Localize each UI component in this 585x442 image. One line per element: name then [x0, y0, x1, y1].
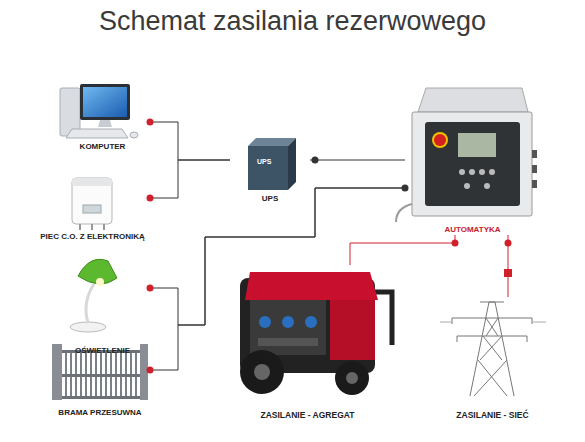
gate-icon-part [52, 344, 62, 400]
controller-icon-part [396, 204, 412, 222]
connector-dot [402, 185, 409, 192]
lamp-icon-part [70, 322, 106, 332]
controller-node: AUTOMATYKA [405, 85, 540, 235]
ups-icon-part [248, 146, 288, 190]
generator-icon-part [240, 350, 284, 394]
computer-icon-part [66, 129, 128, 138]
node-label: KOMPUTER [55, 142, 150, 152]
generator-icon-part [282, 316, 294, 328]
controller-icon-part [469, 169, 475, 175]
connector-line [150, 122, 230, 160]
node-label: BRAMA PRZESUWNA [50, 408, 150, 418]
pylon-icon-part [452, 302, 532, 336]
controller-icon-part [459, 169, 465, 175]
connector-dot [147, 119, 154, 126]
boiler-icon-part [72, 178, 112, 186]
lamp-icon-part [96, 278, 104, 286]
connector-dot [147, 367, 154, 374]
generator-node: ZASILANIE - AGREGAT [225, 265, 390, 420]
boiler-icon [72, 178, 112, 230]
connector-line [150, 188, 405, 370]
boiler-node: PIEC C.O. Z ELEKTRONIKĄ [35, 176, 150, 242]
controller-icon-part [418, 88, 528, 112]
node-label: ZASILANIE - AGREGAT [225, 410, 390, 420]
gate-icon-part [62, 352, 140, 398]
computer-icon [60, 84, 138, 138]
computer-icon-part [98, 120, 112, 127]
controller-icon-part [425, 122, 520, 206]
connector-line [350, 235, 455, 265]
ups-icon-part [288, 138, 296, 190]
controller-icon-part [432, 132, 448, 148]
ups-icon-part [248, 138, 296, 146]
boiler-icon-part [72, 178, 112, 224]
lamp-icon-part [86, 284, 94, 323]
controller-icon [396, 88, 537, 222]
generator-icon-part [258, 338, 318, 346]
grid-node: ZASILANIE - SIEĆ [425, 297, 560, 420]
generator-icon [240, 272, 392, 395]
connector-dot [147, 195, 154, 202]
connector-dot [147, 285, 154, 292]
device-label: UPS [257, 158, 271, 166]
controller-icon-part [412, 112, 532, 216]
ups-node: UPS [230, 132, 310, 204]
computer-node: KOMPUTER [55, 82, 150, 152]
gate-icon-part [62, 396, 140, 399]
generator-icon-part [254, 364, 270, 380]
connector-switch [504, 269, 512, 277]
ups-icon [248, 138, 296, 190]
node-label: AUTOMATYKA [405, 225, 540, 235]
generator-icon-part [330, 300, 375, 360]
connector-dot [312, 157, 319, 164]
gate-icon-part [62, 374, 140, 377]
controller-icon-part [489, 169, 495, 175]
boiler-icon-part [79, 224, 81, 230]
generator-icon-part [259, 316, 271, 328]
connector-line [310, 160, 405, 161]
gate-icon-part [140, 344, 148, 400]
generator-icon-part [305, 316, 317, 328]
diagram-title: Schemat zasilania rezerwowego [0, 6, 585, 37]
connector-line [150, 160, 230, 198]
controller-icon-part [479, 169, 485, 175]
pylon-icon-part [474, 318, 507, 396]
connector-line [150, 188, 405, 325]
boiler-icon-part [103, 224, 105, 230]
generator-icon-part [245, 272, 378, 300]
controller-icon-part [464, 183, 470, 189]
generator-icon-part [335, 361, 369, 395]
computer-icon-part [80, 84, 130, 120]
lamp-icon [70, 259, 117, 332]
controller-icon-part [484, 183, 490, 189]
boiler-icon-part [91, 224, 93, 230]
gate-node: BRAMA PRZESUWNA [50, 338, 150, 418]
controller-icon-part [532, 165, 537, 173]
generator-icon-part [250, 300, 326, 355]
pylon-icon-part [440, 322, 546, 323]
node-label: UPS [230, 194, 310, 204]
controller-icon-part [532, 150, 537, 158]
pylon-icon-part [470, 302, 514, 396]
computer-icon-part [83, 87, 127, 117]
boiler-icon-part [83, 205, 101, 213]
controller-icon-part [434, 134, 446, 146]
node-label: PIEC C.O. Z ELEKTRONIKĄ [35, 232, 150, 242]
lamp-node: OŚWIETLENIE [55, 253, 150, 356]
computer-icon-part [130, 132, 138, 138]
connector-dot [505, 240, 512, 247]
controller-icon-part [532, 180, 537, 188]
pylon-icon-part [452, 318, 532, 342]
connector-dot [452, 240, 459, 247]
controller-icon-part [458, 133, 496, 157]
pylon-icon [440, 302, 546, 396]
node-label: OŚWIETLENIE [55, 346, 150, 356]
node-label: ZASILANIE - SIEĆ [425, 410, 560, 420]
generator-icon-part [346, 372, 358, 384]
